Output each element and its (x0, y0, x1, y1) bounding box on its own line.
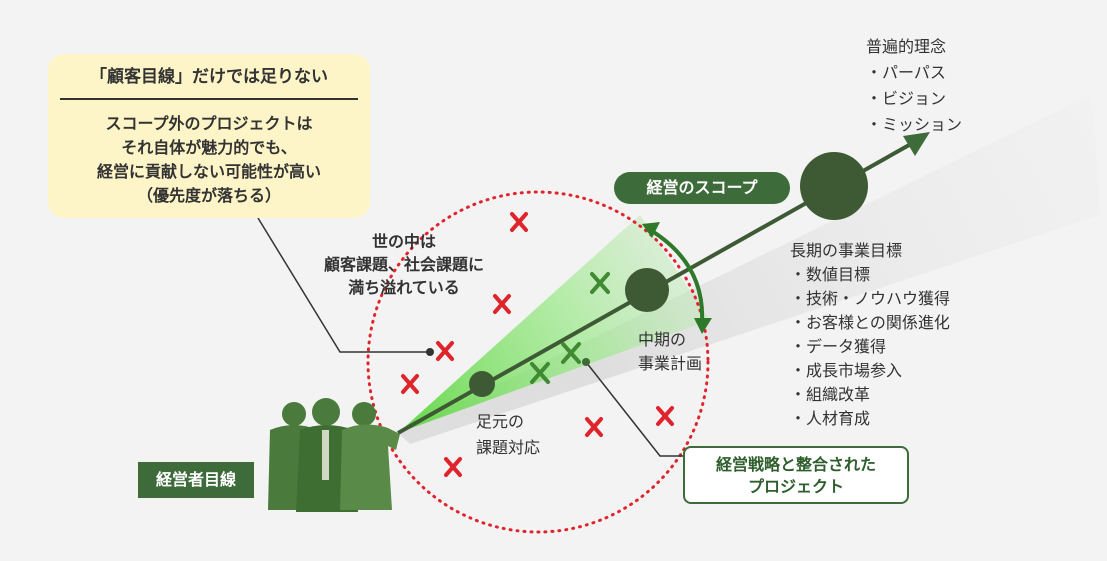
aligned-line: プロジェクト (747, 477, 844, 496)
arrow-head-icon (903, 132, 930, 156)
green-x-icon (590, 272, 610, 294)
long-term-item: ・お客様との関係進化 (790, 313, 950, 332)
world-line: 満ち溢れている (348, 278, 460, 297)
universal-item: ・パーパス (866, 63, 946, 82)
long-term-item: ・数値目標 (790, 265, 871, 284)
callout-divider (60, 98, 358, 100)
long-term-item: ・人材育成 (790, 409, 871, 428)
aligned-leader (585, 361, 686, 457)
long-term-item: ・データ獲得 (790, 337, 887, 356)
red-x-icon (493, 294, 511, 314)
world-text: 世の中は 顧客課題、社会課題に 満ち溢れている (298, 230, 510, 299)
red-x-icon (444, 457, 462, 477)
near-term-line: 課題対応 (476, 438, 541, 457)
callout-leader-dot (426, 348, 434, 356)
callout-box: 「顧客目線」だけでは足りない スコープ外のプロジェクトは それ自体が魅力的でも、… (48, 54, 370, 218)
aligned-leader-dot (582, 358, 590, 366)
long-term-item: ・成長市場参入 (790, 361, 903, 380)
universal-list: 普遍的理念 ・パーパス ・ビジョン ・ミッション (866, 34, 962, 138)
long-term-list: 長期の事業目標 ・数値目標 ・技術・ノウハウ獲得 ・お客様との関係進化 ・データ… (790, 239, 950, 431)
mid-term-node (625, 268, 669, 312)
long-term-title: 長期の事業目標 (790, 241, 903, 260)
callout-line: 経営に貢献しない可能性が高い (96, 162, 321, 181)
red-x-icon (401, 374, 419, 394)
scope-arc (645, 226, 705, 323)
callout-leader (257, 217, 430, 353)
world-line: 世の中は (371, 232, 436, 251)
green-x-icon (561, 342, 581, 364)
callout-line: スコープ外のプロジェクトは (105, 114, 313, 133)
universal-item: ・ミッション (866, 115, 963, 134)
red-x-icon (436, 341, 454, 361)
near-term-node (469, 371, 495, 397)
long-term-item: ・技術・ノウハウ獲得 (790, 289, 951, 308)
universal-title: 普遍的理念 (866, 37, 947, 56)
red-x-icon (510, 212, 528, 232)
mid-term-line: 事業計画 (638, 354, 703, 373)
scope-arc-arrow-bottom-icon (694, 318, 712, 334)
red-x-icon (656, 406, 674, 426)
people-silhouette-icon (268, 398, 400, 512)
scope-label: 経営のスコープ (614, 172, 790, 204)
world-circle (366, 190, 710, 534)
near-term-line: 足元の (476, 412, 525, 431)
universal-item: ・ビジョン (866, 89, 947, 108)
long-term-item: ・組織改革 (790, 385, 871, 404)
red-x-icon (585, 417, 603, 437)
callout-line: （優先度が落ちる） (136, 186, 281, 205)
long-term-node (800, 152, 868, 220)
world-line: 顧客課題、社会課題に (323, 255, 484, 274)
callout-title: 「顧客目線」だけでは足りない (90, 67, 328, 87)
callout-body: スコープ外のプロジェクトは それ自体が魅力的でも、 経営に貢献しない可能性が高い… (48, 112, 370, 208)
mid-term-line: 中期の (638, 330, 687, 349)
green-x-icon (530, 362, 550, 384)
exec-label: 経営者目線 (138, 462, 254, 498)
callout-line: それ自体が魅力的でも、 (121, 138, 297, 157)
scope-arc-arrow-top-icon (642, 222, 660, 238)
aligned-line: 経営戦略と整合された (715, 455, 876, 474)
aligned-project-box: 経営戦略と整合された プロジェクト (683, 446, 909, 504)
